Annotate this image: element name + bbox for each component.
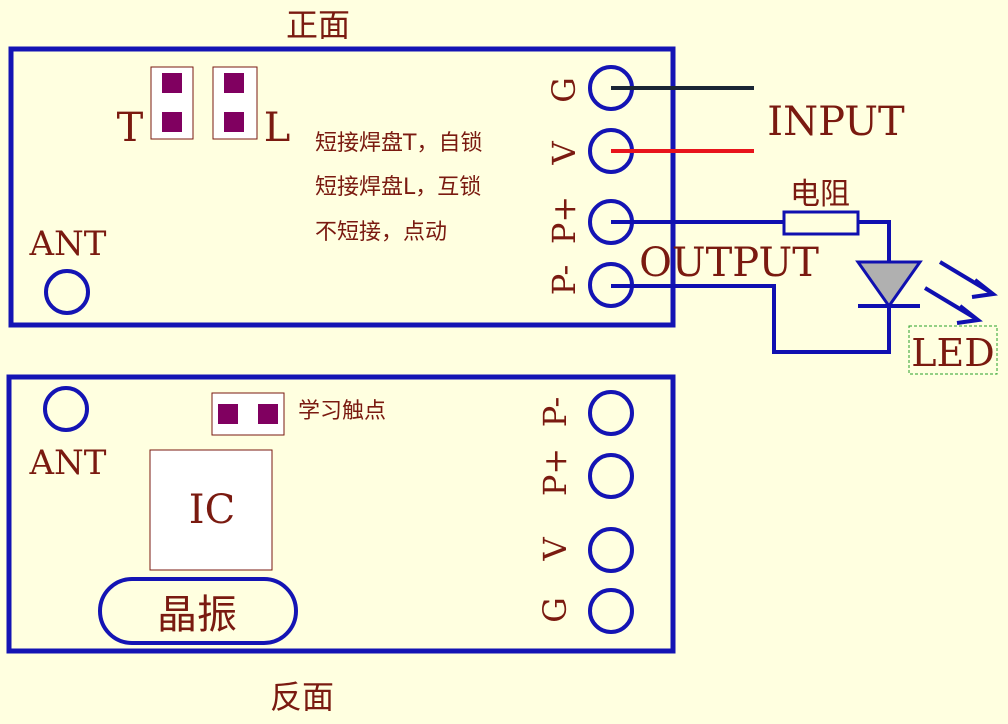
learn-contact-label: 学习触点 xyxy=(298,399,386,424)
back-pin-v-pad xyxy=(588,527,634,573)
jumper-t-label: T xyxy=(117,105,144,151)
ic-label: IC xyxy=(189,487,235,533)
output-label: OUTPUT xyxy=(639,240,819,286)
input-label: INPUT xyxy=(767,99,905,145)
ic-outline xyxy=(149,449,273,571)
back-pin-pplus-label: P+ xyxy=(536,448,574,496)
back-pin-pplus-pad xyxy=(588,453,634,499)
front-pin-g-label: G xyxy=(545,77,583,103)
back-ant-label: ANT xyxy=(29,443,107,483)
resistor-to-led-trace xyxy=(858,220,891,262)
back-pin-g-label: G xyxy=(536,597,574,623)
front-board-outline xyxy=(8,46,676,328)
front-ant-pad xyxy=(44,269,90,315)
back-pin-pminus-pad xyxy=(588,390,634,436)
front-title: 正面 xyxy=(286,6,350,44)
note-momentary: 不短接，点动 xyxy=(315,220,447,245)
jumper-t-pads xyxy=(150,66,194,140)
front-pin-pplus-label: P+ xyxy=(545,196,583,244)
led-diode-symbol xyxy=(855,260,923,309)
crystal-outline xyxy=(98,577,298,645)
resistor-label: 电阻 xyxy=(790,177,850,212)
back-pin-g-pad xyxy=(588,588,634,634)
front-pin-v-label: V xyxy=(545,141,583,166)
led-emission-arrows-icon xyxy=(923,260,998,325)
note-self-lock: 短接焊盘T，自锁 xyxy=(315,131,482,156)
front-pin-pminus-label: P- xyxy=(545,265,583,296)
front-ant-label: ANT xyxy=(29,224,107,264)
resistor-symbol xyxy=(782,210,860,236)
jumper-l-pads xyxy=(212,66,258,140)
led-return-trace xyxy=(611,284,891,354)
back-board-outline xyxy=(6,374,676,654)
led-label-box xyxy=(908,325,998,375)
crystal-label: 晶振 xyxy=(157,592,237,638)
led-label: LED xyxy=(911,331,994,375)
note-interlock: 短接焊盘L，互锁 xyxy=(315,175,481,200)
learn-contact-pads xyxy=(211,392,285,436)
back-pin-v-label: V xyxy=(536,537,574,562)
jumper-l-label: L xyxy=(264,105,291,151)
back-ant-pad xyxy=(43,386,89,432)
back-title: 反面 xyxy=(270,678,334,716)
back-pin-pminus-label: P- xyxy=(536,397,574,428)
